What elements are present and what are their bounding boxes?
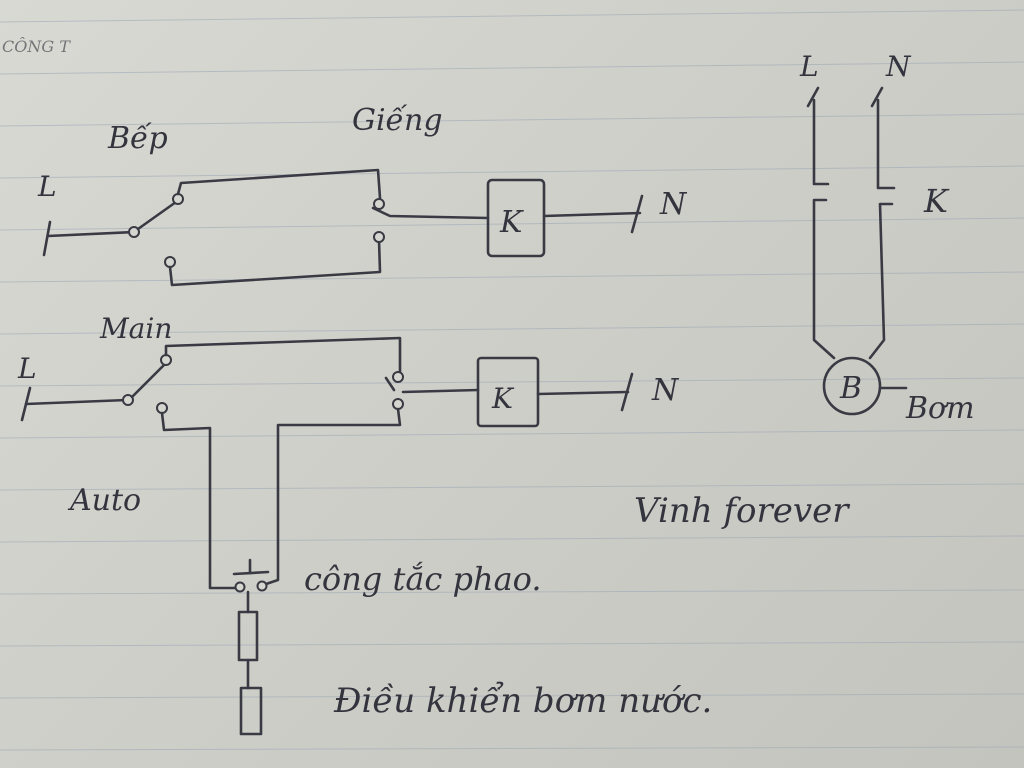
terminal-N-2 [620, 372, 634, 412]
switch-right-arm [384, 376, 396, 392]
signature-text: Vinh forever [634, 491, 850, 531]
wire-L-3-lower [812, 198, 836, 360]
terminal-N-3 [870, 86, 884, 108]
wire-traveller-bottom-1 [168, 238, 382, 287]
label-bom: Bơm [905, 391, 975, 426]
label-N-3: N [885, 50, 912, 83]
switch-right-contact-top [392, 371, 404, 383]
wire-traveller-top-2 [164, 336, 402, 374]
label-K-3: K [923, 182, 950, 220]
label-B: B [839, 371, 862, 406]
switch-gieng-contact-top [373, 198, 385, 210]
switch-bep-contact-bottom [164, 256, 176, 268]
label-N-2: N [651, 373, 680, 408]
label-main: Main [99, 312, 172, 345]
switch-bep-common [128, 226, 140, 238]
wire-N-3-lower [868, 202, 894, 360]
terminal-N-1 [630, 194, 644, 234]
wire-to-k-1 [371, 206, 490, 220]
label-N-1: N [659, 187, 688, 222]
wire-auto-left [160, 411, 240, 590]
faded-header-text: CÔNG T [2, 36, 71, 56]
label-auto: Auto [67, 483, 141, 518]
wire-to-N-2 [536, 390, 630, 396]
switch-main-common [122, 394, 134, 406]
terminal-L-1 [42, 220, 52, 257]
wire-to-N-1 [542, 211, 642, 218]
float-switch-contact-left [234, 581, 246, 593]
contactor-coil-1 [486, 178, 546, 258]
pump-motor [822, 356, 882, 416]
switch-gieng-contact-bottom [373, 231, 385, 243]
switch-right-contact-bottom [392, 398, 404, 410]
wire-auto-right [264, 407, 402, 586]
label-gieng: Giếng [352, 103, 443, 138]
circuit-pump-power: L N K B Bơm [799, 50, 975, 426]
label-K-1: K [499, 205, 524, 240]
wire-L-3-upper [812, 98, 830, 186]
title-dieu-khien: Điều khiển bơm nước. [333, 681, 712, 721]
switch-bep-arm [136, 200, 178, 231]
float-switch-contact-right [256, 580, 268, 592]
circuit-bep-gieng: Bếp Giếng L K N [37, 103, 688, 287]
wire-to-k-2 [401, 388, 480, 394]
terminal-L-3 [806, 86, 820, 108]
float-body-2 [239, 686, 263, 736]
label-L-1: L [37, 170, 57, 203]
switch-main-arm [130, 363, 166, 399]
label-bep: Bếp [107, 121, 168, 156]
contactor-coil-2 [476, 356, 540, 428]
circuit-main-auto: Main L Auto K N công tắc phao. [17, 312, 680, 736]
wire-traveller-top-1 [176, 168, 382, 200]
wire-L-2 [24, 398, 129, 406]
wire-L-1 [46, 230, 136, 238]
switch-main-contact-top [160, 354, 172, 366]
switch-main-contact-bottom [156, 402, 168, 414]
wire-N-3-upper [876, 98, 896, 190]
label-K-2: K [491, 382, 515, 415]
label-L-2: L [17, 352, 37, 385]
float-body-1 [237, 610, 259, 662]
label-L-3: L [799, 50, 819, 83]
switch-bep-contact-top [172, 193, 184, 205]
label-cong-tac-phao: công tắc phao. [304, 560, 542, 598]
